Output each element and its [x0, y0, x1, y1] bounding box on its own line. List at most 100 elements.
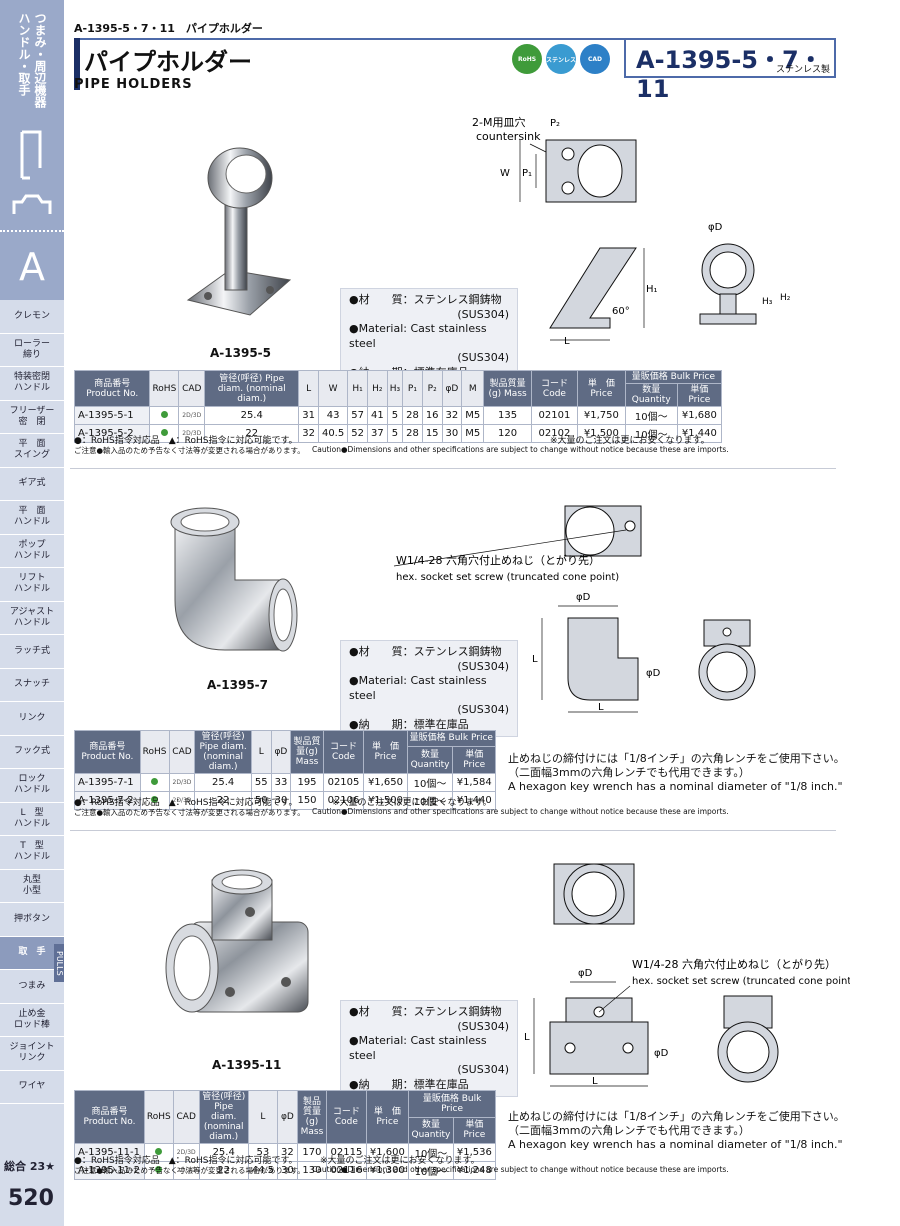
sidebar-item[interactable]: ワイヤ [0, 1071, 64, 1104]
caution-en: Caution●Dimensions and other specificati… [312, 445, 729, 454]
spec-material-jp: ●材 質：ステンレス鋼鋳物 [349, 645, 502, 658]
sidebar-item[interactable]: T 型 ハンドル [0, 836, 64, 870]
cell: ¥1,248 [452, 1161, 497, 1180]
dim-label: P₁ [522, 168, 532, 179]
sidebar-item[interactable]: 丸型 小型 [0, 870, 64, 903]
col-header: CAD [178, 370, 206, 407]
sidebar-item[interactable]: つまみ [0, 970, 64, 1004]
sidebar-item[interactable]: アジャスト ハンドル [0, 602, 64, 635]
dim-label: φD [578, 968, 593, 979]
sidebar-item[interactable]: L 型 ハンドル [0, 803, 64, 836]
hex-note-en: A hexagon key wrench has a nominal diame… [508, 1138, 843, 1151]
cell: ¥1,500 [363, 791, 408, 810]
sidebar-item[interactable]: ロック ハンドル [0, 769, 64, 803]
col-header: 単 価 Price [365, 1090, 410, 1144]
sidebar-item[interactable]: 平 面 スイング [0, 434, 64, 468]
cell: 31 [298, 406, 319, 425]
sidebar-item[interactable]: フリーザー 密 閉 [0, 401, 64, 434]
bulk-note: ※大量のご注文は更にお安くなります。 [320, 1156, 480, 1166]
cell-product-no: A-1395-5-1 [73, 406, 151, 425]
col-header: P₁ [402, 370, 423, 407]
sidebar-item[interactable]: フック式 [0, 736, 64, 769]
hex-note-jp: （二面幅3mmの六角レンチでも代用できます。） [508, 1124, 750, 1137]
cell: 52 [347, 424, 368, 443]
spec-material-en: ●Material: Cast stainless steel [349, 674, 487, 702]
cell: 10個〜 [624, 424, 678, 443]
sidebar-item[interactable]: ローラー 締り [0, 334, 64, 367]
dim-label: H₁ [646, 284, 658, 295]
sidebar-item[interactable]: スナッチ [0, 669, 64, 702]
cell: 02105 [322, 773, 365, 792]
sidebar-item-active[interactable]: 取 手 [0, 936, 64, 970]
dim-label: φD [576, 592, 591, 603]
hex-note-jp: 止めねじの締付けには「1/8インチ」の六角レンチをご使用下さい。 [508, 752, 845, 765]
sidebar-item[interactable]: 平 面 ハンドル [0, 501, 64, 535]
cell: 02116 [326, 1161, 367, 1180]
sidebar-category-label: つまみ・周辺機器 [33, 12, 47, 108]
cell: 55 [250, 773, 272, 792]
col-header: CAD [172, 1090, 200, 1144]
col-header: 商品番号 Product No. [74, 1090, 145, 1144]
col-header: M [461, 370, 485, 407]
hex-note-jp: （二面幅3mmの六角レンチでも代用できます。） [508, 766, 750, 779]
dim-label: L [564, 336, 570, 347]
sidebar-item[interactable]: ギア式 [0, 468, 64, 501]
sidebar-item[interactable]: リフト ハンドル [0, 568, 64, 602]
cell: 57 [347, 406, 368, 425]
spec-material-jp-sub: (SUS304) [457, 307, 509, 321]
cell: 28 [402, 424, 423, 443]
cell-cad: 2D/3D [178, 406, 206, 425]
cell: 195 [290, 773, 324, 792]
cell-product-no: A-1395-5-2 [73, 424, 151, 443]
cell-product-no: A-1395-11-2 [74, 1161, 145, 1180]
cell: 5 [386, 424, 404, 443]
model-number: A-1395-5・7・11 [636, 46, 823, 103]
sidebar-item[interactable]: 止め金 ロッド棒 [0, 1004, 64, 1037]
section-divider [70, 468, 836, 469]
dim-label: 60° [612, 306, 630, 317]
cell: 40.5 [317, 424, 349, 443]
hex-wrench-note: 止めねじの締付けには「1/8インチ」の六角レンチをご使用下さい。 （二面幅3mm… [508, 1110, 845, 1152]
rohs-dot-icon [149, 424, 180, 443]
cell: 30 [441, 424, 463, 443]
cell: 43 [317, 406, 349, 425]
col-header: 単価 Price [452, 1116, 497, 1144]
cell: 135 [483, 406, 532, 425]
spec-delivery: ●納 期：標準在庫品 [349, 1077, 469, 1091]
sidebar-item[interactable]: ポップ ハンドル [0, 535, 64, 568]
sidebar-item[interactable]: ラッチ式 [0, 635, 64, 669]
rohs-badge-icon: RoHS [512, 44, 542, 74]
spec-delivery: ●納 期：標準在庫品 [349, 717, 469, 731]
page-number: 520 [8, 1186, 54, 1211]
cell: 10個〜 [406, 791, 454, 810]
cell: 30 [277, 1161, 298, 1180]
cell: 15 [421, 424, 443, 443]
dim-label: L [532, 654, 538, 665]
dim-label: W [500, 168, 510, 179]
col-header: L [250, 730, 272, 774]
product-table-a1395-11: 商品番号 Product No. RoHS CAD 管径(呼径) Pipe di… [74, 1090, 497, 1180]
col-header: 製品質量(g) Mass [296, 1090, 328, 1144]
breadcrumb: A-1395-5・7・11 パイプホルダー [74, 22, 263, 35]
sidebar-item[interactable]: 押ボタン [0, 903, 64, 937]
cell-cad: 2D/3D [168, 773, 196, 792]
cell: 5 [386, 406, 404, 425]
sidebar-item[interactable]: 特装密閉 ハンドル [0, 367, 64, 401]
table-row: A-1395-5-1 2D/3D 25.4 31 43 57 41 5 28 1… [73, 406, 723, 425]
cell: 10個〜 [624, 406, 678, 425]
col-header: L [298, 370, 319, 407]
hex-wrench-note: 止めねじの締付けには「1/8インチ」の六角レンチをご使用下さい。 （二面幅3mm… [508, 752, 845, 794]
sidebar-item[interactable]: ジョイント リンク [0, 1037, 64, 1071]
product-table-a1395-7: 商品番号 Product No. RoHS CAD 管径(呼径) Pipe di… [74, 730, 497, 810]
caution-jp: ご注意●輸入品のため予告なく寸法等が変更される場合があります。 [74, 446, 305, 455]
col-header: W [317, 370, 349, 407]
sidebar-category: ハンドル・取手 つまみ・周辺機器 [0, 0, 64, 118]
cell: 02101 [530, 406, 579, 425]
sidebar-item[interactable]: クレモン [0, 300, 64, 334]
dim-label: φD [708, 222, 723, 233]
spec-material-en: ●Material: Cast stainless steel [349, 1034, 487, 1062]
sidebar-item[interactable]: リンク [0, 702, 64, 736]
cell-product-no: A-1395-7-1 [74, 773, 141, 792]
side-view-drawing: 60° H₁ L φD H₃ H₂ [549, 222, 791, 347]
sidebar-total-index: 総合 23★ [4, 1160, 55, 1173]
